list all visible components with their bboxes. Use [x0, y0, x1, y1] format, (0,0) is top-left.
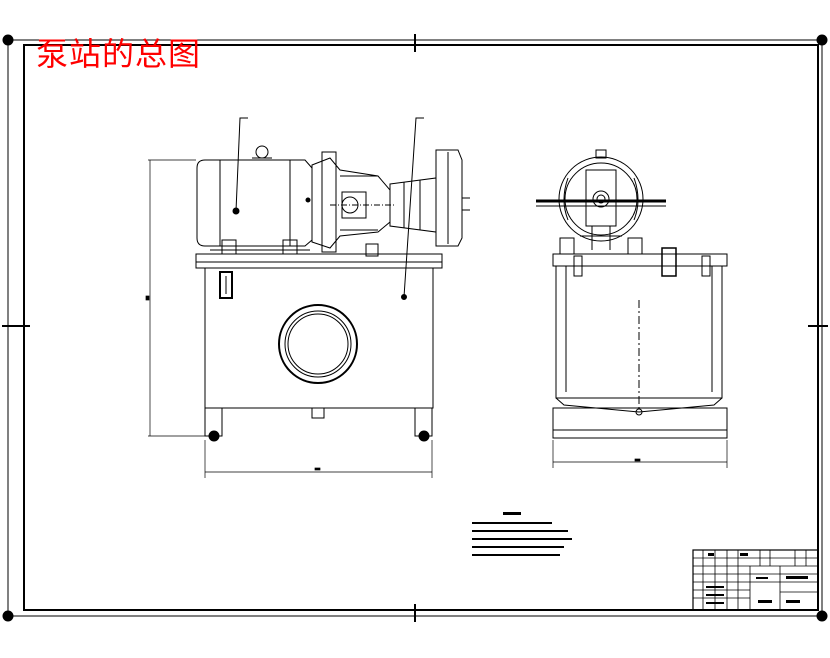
drawing-title: 泵站的总图	[36, 35, 202, 73]
pump	[389, 149, 470, 247]
sheet-frame	[2, 34, 828, 622]
motor	[196, 145, 313, 255]
motor-side	[536, 149, 666, 255]
leader-lines	[235, 117, 424, 298]
title-block	[692, 549, 819, 611]
front-view	[145, 117, 470, 478]
side-dimensions	[552, 440, 728, 468]
coupling-housing	[305, 151, 395, 253]
reservoir-front	[195, 243, 443, 442]
reservoir-side	[552, 247, 728, 439]
front-dimensions	[145, 159, 433, 478]
technical-notes	[472, 512, 572, 556]
side-view	[536, 149, 728, 468]
